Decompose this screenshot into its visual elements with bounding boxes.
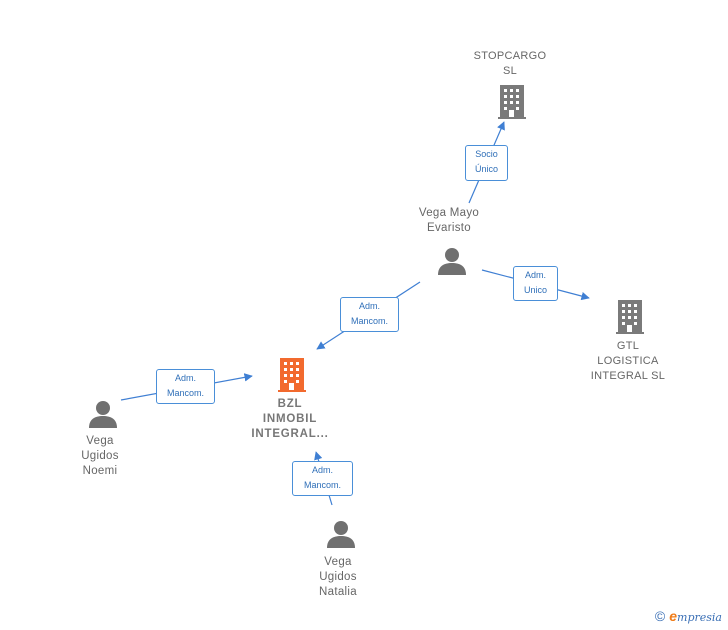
edge-label-adm-unico: Adm. Unico	[513, 266, 558, 301]
footer-brand: ©empresia	[655, 608, 722, 624]
node-label-vega-ugidos-noemi[interactable]: Vega Ugidos Noemi	[81, 435, 119, 477]
building-icon[interactable]	[616, 300, 644, 334]
brand-name: mpresia	[677, 611, 722, 624]
copyright-icon: ©	[654, 608, 666, 624]
edge-label-adm-mancom-noemi: Adm. Mancom.	[156, 369, 215, 404]
building-icon[interactable]	[498, 85, 526, 119]
edge-label-adm-mancom-natalia: Adm. Mancom.	[292, 461, 353, 496]
node-label-stopcargo[interactable]: STOPCARGO SL	[473, 50, 547, 77]
edge-label-socio-unico: Socio Único	[465, 145, 508, 181]
node-label-gtl-logistica[interactable]: GTL LOGISTICA INTEGRAL SL	[590, 340, 666, 382]
node-label-bzl-inmobil[interactable]: BZL INMOBIL INTEGRAL...	[251, 398, 329, 440]
person-icon[interactable]	[326, 519, 356, 549]
person-icon[interactable]	[437, 246, 467, 276]
person-icon[interactable]	[88, 399, 118, 429]
brand-initial: e	[669, 608, 678, 624]
node-label-vega-mayo-evaristo[interactable]: Vega Mayo Evaristo	[418, 207, 480, 234]
node-label-vega-ugidos-natalia[interactable]: Vega Ugidos Natalia	[319, 556, 357, 598]
edge-label-adm-mancom-evaristo: Adm. Mancom.	[340, 297, 399, 332]
building-icon-highlighted[interactable]	[278, 358, 306, 392]
